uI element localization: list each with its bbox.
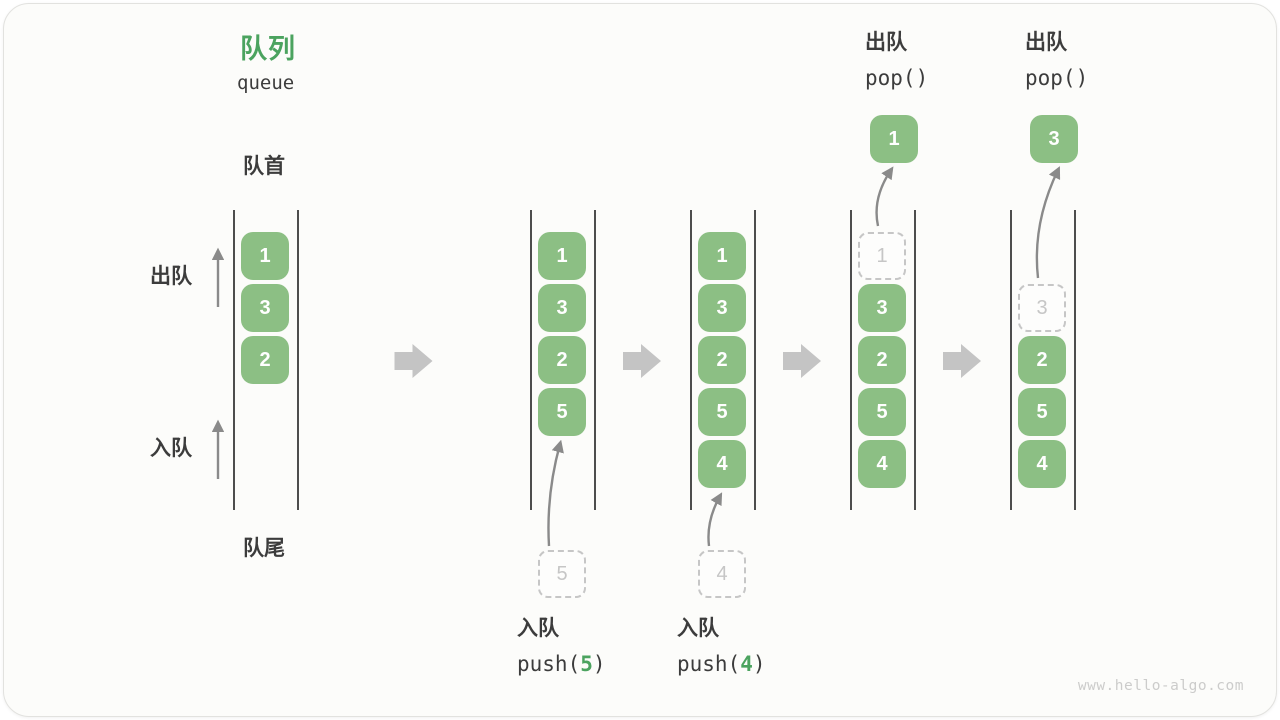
push-operation-label: 入队 push(5) xyxy=(517,612,606,682)
queue-wall-left xyxy=(1010,210,1012,510)
operation-code: pop() xyxy=(1025,66,1089,90)
operation-code: push(4) xyxy=(677,652,766,676)
queue-element: 2 xyxy=(241,336,289,384)
queue-element: 4 xyxy=(698,440,746,488)
queue-rear-label: 队尾 xyxy=(243,537,285,560)
queue-element: 4 xyxy=(858,440,906,488)
operation-name: 出队 xyxy=(865,31,907,54)
queue-wall-left xyxy=(690,210,692,510)
figure-title: 队列 xyxy=(240,34,296,64)
queue-element: 4 xyxy=(1018,440,1066,488)
queue-element: 3 xyxy=(241,284,289,332)
popped-element: 1 xyxy=(870,115,918,163)
operation-name: 入队 xyxy=(517,617,559,640)
queue-wall-left xyxy=(233,210,235,510)
queue-element: 3 xyxy=(538,284,586,332)
queue-element: 1 xyxy=(241,232,289,280)
queue-element-dashed: 1 xyxy=(858,232,906,280)
operation-name: 入队 xyxy=(677,617,719,640)
pop-operation-label: 出队 pop() xyxy=(865,26,928,96)
queue-wall-right xyxy=(594,210,596,510)
queue-element: 2 xyxy=(698,336,746,384)
queue-wall-right xyxy=(914,210,916,510)
queue-element: 5 xyxy=(698,388,746,436)
operation-argument: 5 xyxy=(580,652,593,676)
queue-element: 2 xyxy=(1018,336,1066,384)
push-operation-label: 入队 push(4) xyxy=(677,612,766,682)
pop-operation-label: 出队 pop() xyxy=(1025,26,1088,96)
figure-subtitle: queue xyxy=(237,72,295,94)
queue-element: 3 xyxy=(698,284,746,332)
queue-wall-left xyxy=(530,210,532,510)
watermark: www.hello-algo.com xyxy=(1077,678,1244,694)
queue-wall-right xyxy=(1074,210,1076,510)
operation-code: pop() xyxy=(865,66,929,90)
operation-code: push(5) xyxy=(517,652,606,676)
queue-element: 5 xyxy=(538,388,586,436)
figure-card xyxy=(3,3,1277,717)
queue-element: 5 xyxy=(1018,388,1066,436)
operation-argument: 4 xyxy=(740,652,753,676)
queue-element: 5 xyxy=(858,388,906,436)
queue-element: 2 xyxy=(538,336,586,384)
queue-wall-right xyxy=(297,210,299,510)
dequeue-side-label: 出队 xyxy=(150,265,192,288)
queue-element: 1 xyxy=(538,232,586,280)
queue-front-label: 队首 xyxy=(243,155,285,178)
queue-element: 1 xyxy=(698,232,746,280)
operation-name: 出队 xyxy=(1025,31,1067,54)
queue-element: 3 xyxy=(858,284,906,332)
queue-element-dashed: 3 xyxy=(1018,284,1066,332)
popped-element: 3 xyxy=(1030,115,1078,163)
queue-wall-left xyxy=(850,210,852,510)
staging-element: 5 xyxy=(538,550,586,598)
queue-element: 2 xyxy=(858,336,906,384)
staging-element: 4 xyxy=(698,550,746,598)
queue-wall-right xyxy=(754,210,756,510)
enqueue-side-label: 入队 xyxy=(150,437,192,460)
